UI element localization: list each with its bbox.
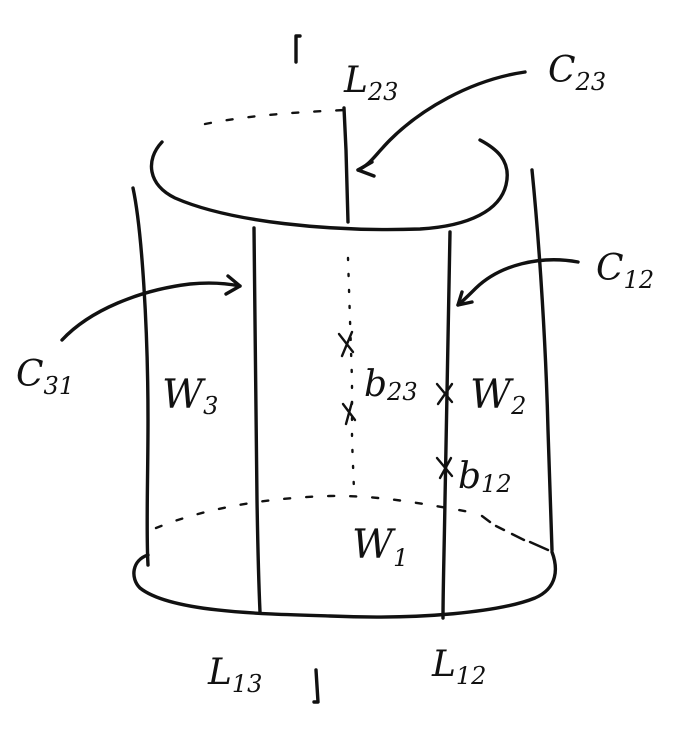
label-c12: C12 (596, 248, 654, 294)
axis-line-l23-solid (342, 106, 350, 224)
label-l13: L13 (207, 652, 262, 698)
outer-left-boundary (131, 186, 150, 567)
line-l13 (252, 226, 262, 614)
axis-line-l23-dotted (346, 256, 356, 492)
label-c31: C31 (16, 354, 74, 400)
arrow-c31-curve (60, 281, 242, 342)
arrow-c12-head (456, 290, 474, 307)
label-l23: L23 (343, 60, 398, 106)
arrow-c12-curve (456, 258, 580, 307)
top-arrow (294, 34, 302, 64)
arrow-c23-head (356, 160, 376, 178)
top-ellipse-front (149, 138, 509, 232)
label-l12: L12 (431, 644, 486, 690)
label-c23: C23 (548, 50, 606, 96)
arrow-c31-head (224, 274, 242, 296)
label-w1: W1 (352, 522, 408, 572)
bottom-ellipse-back-right (480, 514, 550, 552)
marker-b23-upper (337, 330, 355, 358)
outer-right-boundary (530, 168, 554, 552)
bottom-arrow (312, 668, 320, 704)
label-w2: W2 (470, 372, 526, 420)
bottom-ellipse-front (132, 550, 558, 619)
label-w3: W3 (162, 372, 218, 420)
marker-b12-cross (435, 456, 454, 480)
label-b12: b12 (458, 456, 512, 498)
label-b23: b23 (364, 364, 418, 406)
line-l12 (441, 230, 452, 620)
marker-b23-lower (341, 400, 357, 426)
top-ellipse-back (203, 108, 347, 126)
bottom-ellipse-back (154, 494, 472, 530)
marker-w2-cross (435, 382, 454, 406)
